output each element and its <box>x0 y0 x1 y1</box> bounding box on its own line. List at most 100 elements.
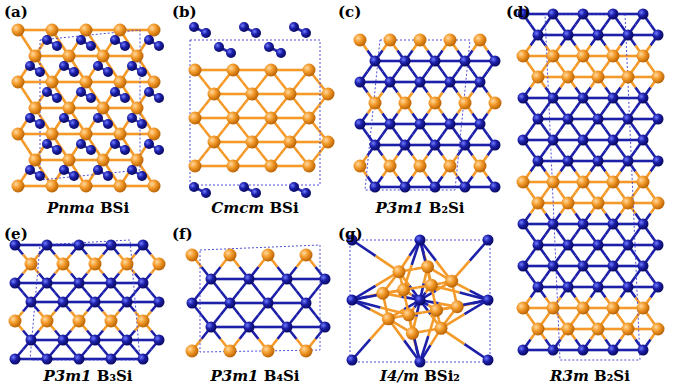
si-atom <box>80 180 93 193</box>
b-atom <box>201 188 211 198</box>
si-atom <box>384 160 397 173</box>
b-atom <box>93 165 103 175</box>
b-atom <box>127 113 137 123</box>
unit-cell <box>200 245 320 352</box>
b-atom <box>475 77 486 88</box>
b-atom <box>138 240 149 251</box>
b-atom <box>239 22 249 32</box>
structure-caption: P3̄m1 B₃Si <box>43 368 132 385</box>
b-atom <box>42 139 52 149</box>
b-atom <box>533 30 544 41</box>
unit-cell <box>40 30 140 180</box>
si-atom <box>137 315 150 328</box>
b-atom <box>653 240 664 251</box>
si-atom <box>444 160 457 173</box>
b-atom <box>42 278 53 289</box>
b-atom <box>76 139 86 149</box>
si-atom <box>80 76 93 89</box>
b-atom <box>52 93 62 103</box>
b-atom <box>127 61 137 71</box>
b-atom <box>593 156 604 167</box>
si-atom <box>114 76 127 89</box>
si-atom <box>208 136 221 149</box>
si-atom <box>592 197 605 210</box>
si-atom <box>284 136 297 149</box>
b-atom <box>608 9 619 20</box>
si-atom <box>131 154 144 167</box>
b-atom <box>138 354 149 365</box>
si-atom <box>46 180 59 193</box>
b-atom <box>74 354 85 365</box>
b-atom <box>76 35 86 45</box>
b-atom <box>225 298 236 309</box>
b-atom <box>58 297 69 308</box>
si-atom <box>189 160 202 173</box>
si-atom <box>369 97 382 110</box>
si-atom <box>474 34 487 47</box>
si-atom <box>434 322 447 335</box>
b-atom <box>400 182 411 193</box>
b-atom <box>59 113 69 123</box>
b-atom <box>189 182 199 192</box>
b-atom <box>638 135 649 146</box>
b-atom <box>110 139 120 149</box>
panel-label: (a) <box>4 4 28 21</box>
si-atom <box>384 34 397 47</box>
b-atom <box>86 93 96 103</box>
b-atom <box>189 22 199 32</box>
b-atom <box>548 345 559 356</box>
si-atom <box>577 50 590 63</box>
si-atom <box>414 34 427 47</box>
si-atom <box>262 345 275 358</box>
si-atom <box>517 176 530 189</box>
si-atom <box>406 327 419 340</box>
b-atom <box>137 119 147 129</box>
b-atom <box>355 119 366 130</box>
b-atom <box>10 354 21 365</box>
b-atom <box>86 145 96 155</box>
b-atom <box>154 93 164 103</box>
b-atom <box>623 114 634 125</box>
si-atom <box>80 24 93 37</box>
si-atom <box>148 180 161 193</box>
b-atom <box>103 171 113 181</box>
si-atom <box>577 302 590 315</box>
panel-label: (d) <box>506 4 531 21</box>
b-atom <box>76 87 86 97</box>
si-atom <box>397 283 410 296</box>
si-atom <box>607 302 620 315</box>
b-atom <box>355 77 366 88</box>
si-atom <box>354 34 367 47</box>
b-atom <box>533 114 544 125</box>
si-atom <box>114 24 127 37</box>
b-atom <box>460 56 471 67</box>
si-atom <box>425 279 438 292</box>
b-atom <box>59 61 69 71</box>
b-atom <box>563 30 574 41</box>
b-atom <box>35 119 45 129</box>
si-atom <box>376 287 389 300</box>
si-atom <box>517 50 530 63</box>
b-atom <box>593 114 604 125</box>
b-atom <box>58 335 69 346</box>
b-atom <box>69 119 79 129</box>
unit-cell <box>545 14 640 360</box>
si-atom <box>421 260 434 273</box>
b-atom <box>370 182 381 193</box>
si-atom <box>382 312 395 325</box>
si-atom <box>402 308 415 321</box>
b-atom <box>490 182 501 193</box>
panel-label: (f) <box>172 226 193 243</box>
si-atom <box>303 112 316 125</box>
structure-caption: I4/m BSi₂ <box>380 368 460 385</box>
b-atom <box>638 219 649 230</box>
si-atom <box>393 265 406 278</box>
b-atom <box>214 42 224 52</box>
b-atom <box>430 56 441 67</box>
b-atom <box>86 41 96 51</box>
b-atom <box>608 261 619 272</box>
b-atom <box>578 93 589 104</box>
si-atom <box>97 50 110 63</box>
b-atom <box>301 188 311 198</box>
b-atom <box>548 93 559 104</box>
